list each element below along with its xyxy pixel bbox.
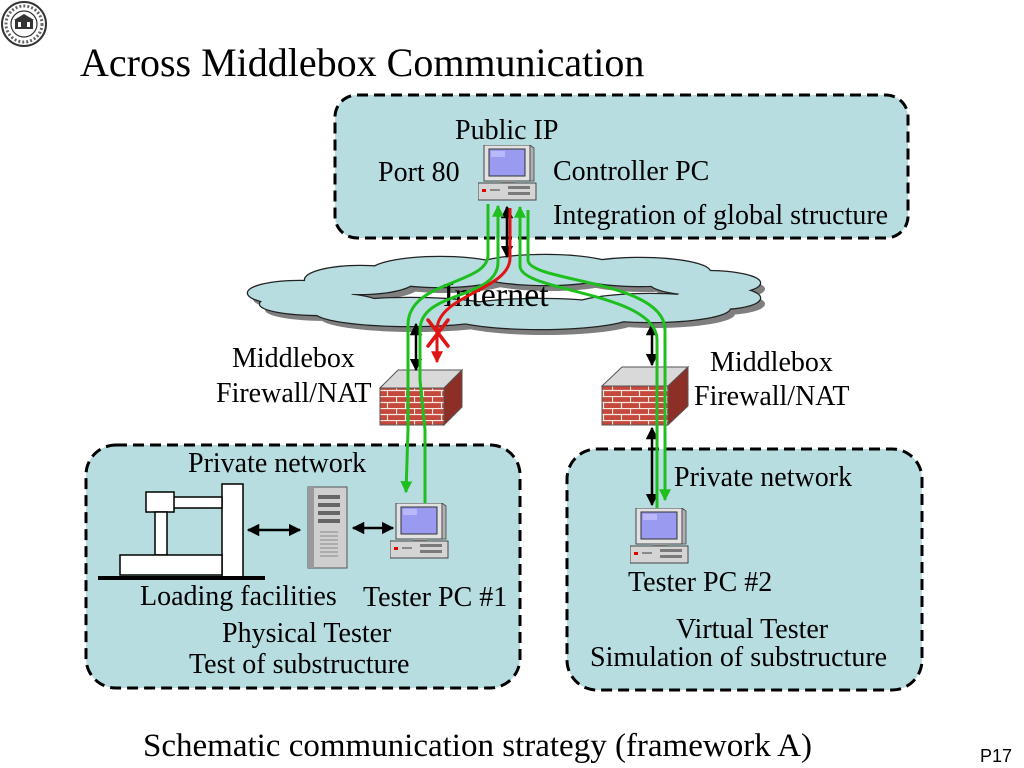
right-middlebox-label: Middlebox [710, 347, 833, 378]
controller-pc-icon [478, 145, 537, 201]
port-label: Port 80 [378, 157, 460, 188]
page-number: P17 [980, 746, 1012, 766]
virtual-tester-label: Virtual Tester [676, 614, 829, 645]
public-ip-label: Public IP [455, 115, 558, 146]
controller-role-label: Integration of global structure [553, 200, 888, 231]
controller-panel [333, 93, 910, 240]
green-path-controller-to-tester2 [526, 210, 671, 502]
red-blocked-path [431, 208, 512, 364]
loading-facilities-label: Loading facilities [140, 581, 337, 612]
green-path-controller-to-tester1 [400, 204, 490, 494]
physical-tester-label: Physical Tester [222, 618, 392, 649]
blocked-x-icon [426, 318, 450, 348]
controller-pc-label: Controller PC [553, 156, 709, 187]
tester-pc2-icon [630, 508, 689, 564]
server-tower-icon [307, 486, 348, 569]
green-path-tester1-to-controller [418, 204, 504, 503]
left-private-network-label: Private network [188, 448, 366, 479]
right-private-network-label: Private network [674, 462, 852, 493]
left-middlebox-label: Middlebox [232, 343, 355, 374]
cloud-icon [246, 253, 765, 335]
right-firewall-label: Firewall/NAT [694, 381, 850, 412]
tester-pc2-label: Tester PC #2 [628, 567, 772, 598]
slide-title: Across Middlebox Communication [80, 40, 644, 85]
left-firewall-icon [378, 368, 464, 427]
tester-pc1-icon [390, 503, 449, 559]
slide-caption: Schematic communication strategy (framew… [143, 728, 812, 764]
left-firewall-label: Firewall/NAT [216, 378, 372, 409]
loading-frame-icon [98, 483, 265, 580]
virtual-tester-role-label: Simulation of substructure [590, 642, 887, 673]
university-seal-icon [1, 1, 47, 47]
right-firewall-icon [600, 365, 690, 427]
physical-tester-role-label: Test of substructure [189, 649, 409, 680]
green-path-tester2-to-controller [514, 205, 659, 508]
tester-pc1-label: Tester PC #1 [363, 582, 507, 613]
